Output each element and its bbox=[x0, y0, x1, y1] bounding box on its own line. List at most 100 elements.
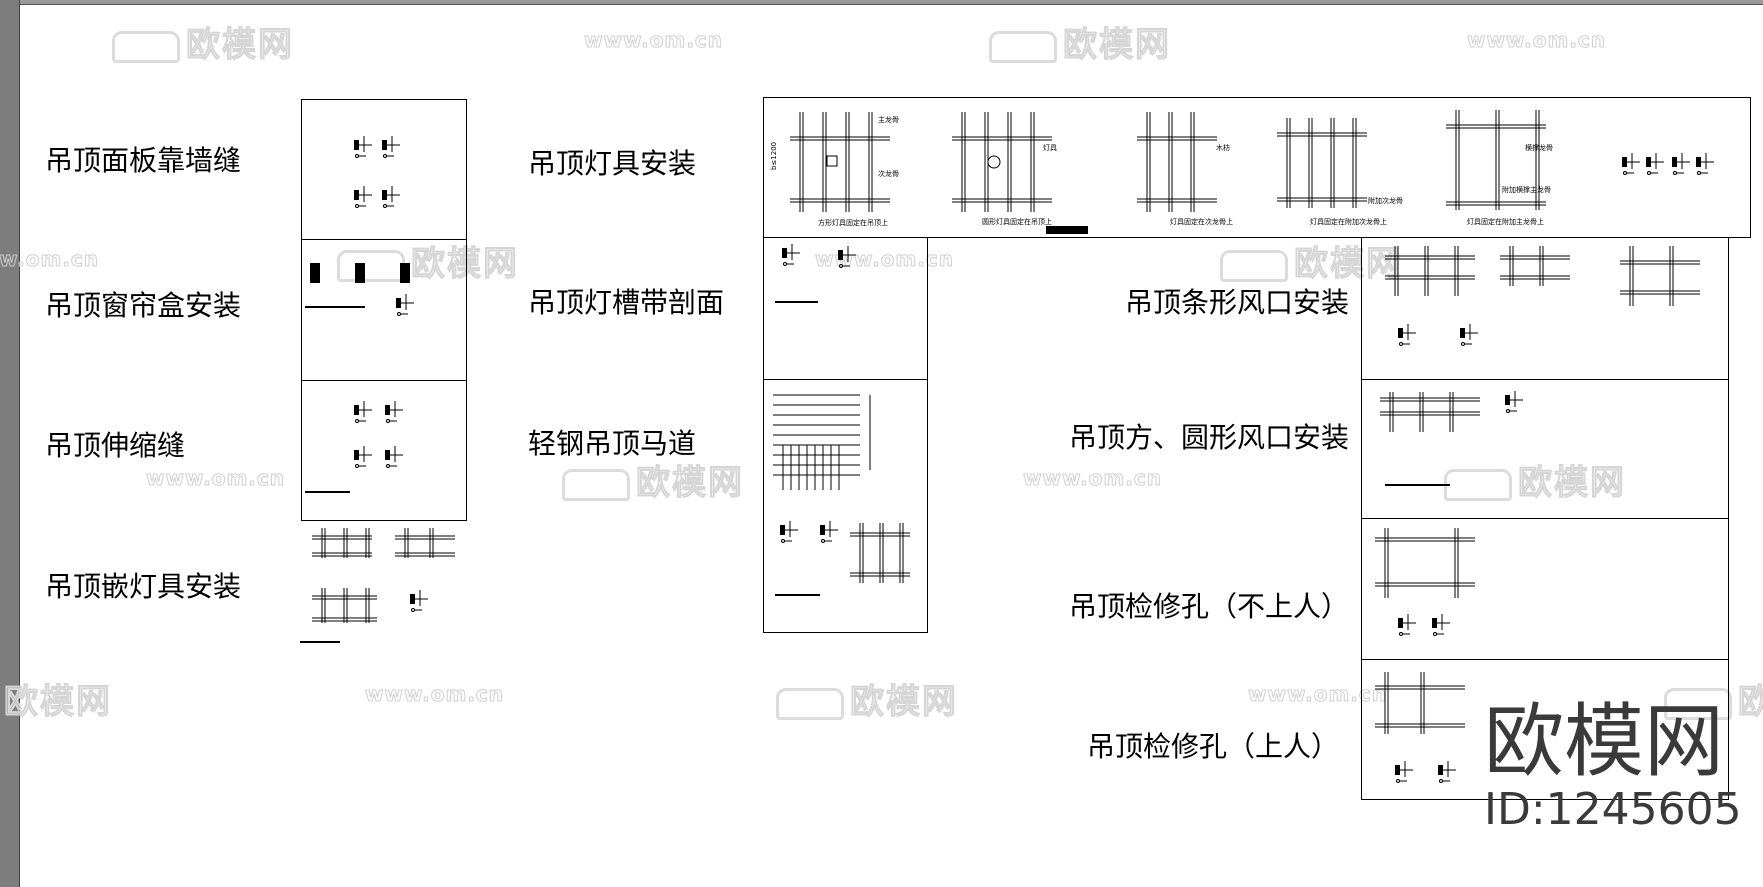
callout-main-keel: 主龙骨 bbox=[878, 115, 899, 124]
detail-marker bbox=[386, 464, 390, 468]
square-fixture-shape bbox=[826, 155, 838, 167]
dimension-label: b≤1200 bbox=[770, 142, 778, 170]
detail-marker bbox=[1673, 171, 1677, 175]
watermark-logo: 欧模网 bbox=[989, 17, 1171, 66]
label-curtain-box: 吊顶窗帘盒安装 bbox=[45, 289, 242, 322]
detail-block bbox=[385, 450, 390, 460]
detail-block bbox=[1432, 618, 1437, 628]
watermark-logo: 欧模网 bbox=[112, 17, 294, 66]
round-fixture-shape bbox=[987, 155, 1001, 169]
watermark-logo: 欧模网 bbox=[776, 674, 958, 723]
callout-secondary-keel: 次龙骨 bbox=[878, 169, 899, 178]
detail-marker bbox=[355, 204, 359, 208]
detail-marker bbox=[1697, 171, 1701, 175]
detail-block bbox=[1646, 157, 1651, 167]
detail-block bbox=[780, 525, 785, 535]
caption-square-light: 方形灯具固定在吊顶上 bbox=[818, 218, 888, 227]
detail-marker bbox=[1461, 342, 1465, 346]
sofa-logo-icon bbox=[989, 30, 1057, 63]
detail-marker bbox=[355, 154, 359, 158]
drawing-panel-expansion-joint[interactable] bbox=[301, 380, 467, 521]
detail-block bbox=[1622, 157, 1627, 167]
caption-light-on-added-secondary: 灯具固定在附加次龙骨上 bbox=[1310, 217, 1387, 226]
watermark-site: www.om.cn bbox=[583, 28, 724, 53]
detail-marker bbox=[1399, 632, 1403, 636]
detail-block bbox=[1505, 395, 1510, 405]
detail-block bbox=[354, 450, 359, 460]
drawing-panel-hatch-walkable[interactable] bbox=[1361, 659, 1729, 800]
detail-block bbox=[354, 190, 359, 200]
detail-marker bbox=[386, 419, 390, 423]
watermark-logo: 欧模网 bbox=[1220, 236, 1402, 285]
detail-block bbox=[1395, 765, 1400, 775]
caption-round-light: 圆形灯具固定在吊顶上 bbox=[982, 217, 1052, 226]
detail-marker bbox=[411, 608, 415, 612]
window-top-border bbox=[0, 0, 1763, 5]
detail-block bbox=[1398, 328, 1403, 338]
detail-marker bbox=[781, 539, 785, 543]
watermark-logo: 欧模网 bbox=[1664, 674, 1763, 723]
title-block-mark bbox=[1046, 226, 1088, 234]
sofa-logo-icon bbox=[112, 30, 180, 63]
detail-block bbox=[820, 525, 825, 535]
detail-marker bbox=[355, 464, 359, 468]
detail-block bbox=[1398, 618, 1403, 628]
detail-marker bbox=[783, 262, 787, 266]
label-panel-wall-joint: 吊顶面板靠墙缝 bbox=[45, 144, 242, 177]
detail-marker bbox=[383, 204, 387, 208]
label-recessed-light: 吊顶嵌灯具安装 bbox=[45, 570, 242, 603]
detail-block bbox=[310, 263, 320, 283]
detail-block bbox=[354, 405, 359, 415]
drawing-panel-light-install[interactable] bbox=[763, 97, 1751, 238]
watermark-logo-text: 欧模网 bbox=[1063, 25, 1171, 66]
detail-block bbox=[1438, 765, 1443, 775]
label-steel-catwalk: 轻钢吊顶马道 bbox=[528, 427, 697, 460]
detail-block bbox=[838, 250, 843, 260]
detail-marker bbox=[355, 419, 359, 423]
detail-block bbox=[382, 190, 387, 200]
callout-fixture: 灯具 bbox=[1043, 143, 1057, 152]
label-linear-vent: 吊顶条形风口安装 bbox=[1124, 286, 1349, 319]
watermark-site: www.om.cn bbox=[364, 682, 505, 707]
detail-block bbox=[355, 263, 365, 283]
detail-block bbox=[382, 140, 387, 150]
detail-marker bbox=[839, 264, 843, 268]
sofa-logo-icon bbox=[776, 687, 844, 720]
label-light-trough-section: 吊顶灯槽带剖面 bbox=[528, 286, 725, 319]
watermark-logo: 欧模网 bbox=[1444, 455, 1626, 504]
detail-marker bbox=[821, 539, 825, 543]
watermark-logo-text: 欧模网 bbox=[1294, 244, 1402, 285]
watermark-id: ID:1245605 bbox=[1484, 784, 1742, 835]
watermark-logo-text: 欧模网 bbox=[850, 682, 958, 723]
watermark-site: www.om.cn bbox=[814, 247, 955, 272]
watermark-logo: 欧模网 bbox=[562, 455, 744, 504]
watermark-logo: 欧模网 bbox=[0, 674, 112, 723]
left-scroll-strip[interactable] bbox=[0, 0, 20, 887]
sofa-logo-icon bbox=[1664, 687, 1732, 720]
detail-block bbox=[396, 298, 401, 308]
detail-marker bbox=[1623, 171, 1627, 175]
detail-marker bbox=[1399, 342, 1403, 346]
watermark-site: www.om.cn bbox=[0, 247, 100, 272]
caption-light-on-added-main: 灯具固定在附加主龙骨上 bbox=[1467, 217, 1544, 226]
label-access-hatch-walkable: 吊顶检修孔（上人） bbox=[1086, 730, 1339, 763]
detail-block bbox=[1696, 157, 1701, 167]
detail-block bbox=[1672, 157, 1677, 167]
label-access-hatch-non-walkable: 吊顶检修孔（不上人） bbox=[1068, 590, 1349, 623]
drawing-panel-catwalk[interactable] bbox=[763, 379, 928, 633]
detail-block bbox=[354, 140, 359, 150]
detail-block bbox=[400, 263, 410, 283]
detail-marker bbox=[1506, 409, 1510, 413]
detail-block bbox=[410, 594, 415, 604]
detail-marker bbox=[397, 312, 401, 316]
watermark-site: www.om.cn bbox=[1022, 466, 1163, 491]
label-expansion-joint: 吊顶伸缩缝 bbox=[45, 429, 186, 462]
label-square-round-vent: 吊顶方、圆形风口安装 bbox=[1068, 421, 1349, 454]
watermark-logo-text: 欧模网 bbox=[1518, 463, 1626, 504]
callout-added-secondary: 附加次龙骨 bbox=[1368, 196, 1403, 205]
label-light-install: 吊顶灯具安装 bbox=[528, 147, 697, 180]
sofa-logo-icon bbox=[1220, 249, 1288, 282]
watermark-logo: 欧模网 bbox=[337, 236, 519, 285]
callout-added-main: 附加横撑主龙骨 bbox=[1502, 185, 1551, 194]
